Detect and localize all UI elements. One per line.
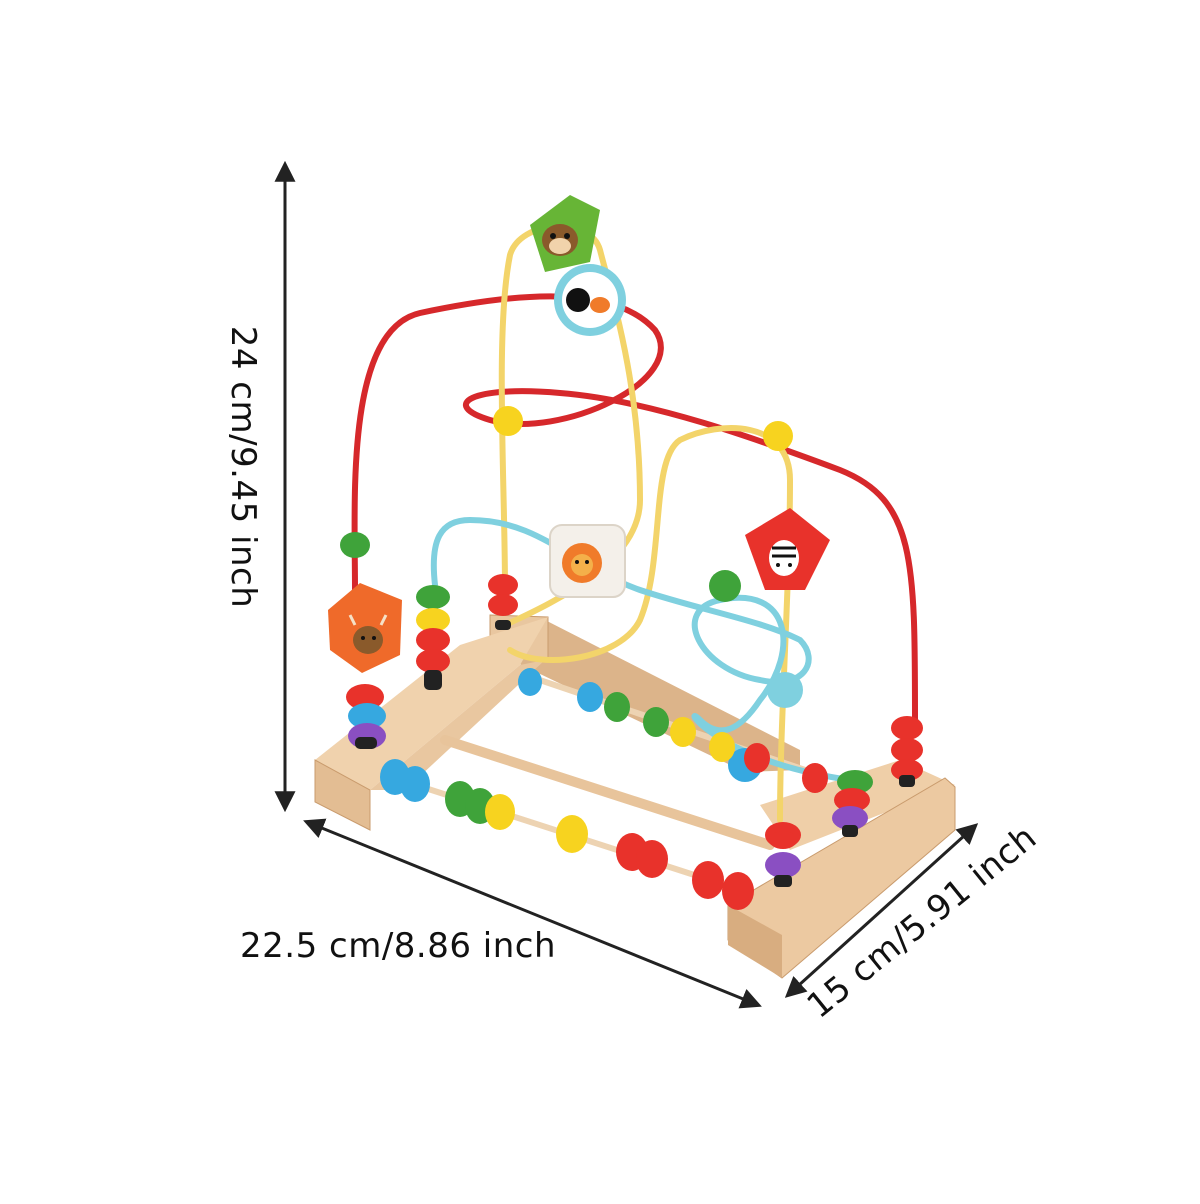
bead-stack-left bbox=[340, 532, 386, 749]
width-arrow bbox=[303, 818, 762, 1009]
height-label: 24 cm/9.45 inch bbox=[223, 325, 263, 609]
back-rod-beads bbox=[518, 668, 828, 793]
sheep-icon bbox=[554, 264, 626, 336]
zebra-icon bbox=[745, 508, 830, 590]
deer-icon bbox=[328, 583, 402, 673]
depth-arrow bbox=[784, 823, 979, 998]
bead-stack-front-right-a bbox=[765, 822, 801, 887]
monkey-icon bbox=[530, 195, 600, 272]
bead-stacks bbox=[340, 406, 923, 887]
bead-stack-right bbox=[891, 716, 923, 787]
bead-stack-mid-left bbox=[416, 585, 450, 690]
front-rod-beads bbox=[380, 759, 754, 910]
width-label: 22.5 cm/8.86 inch bbox=[240, 926, 557, 966]
lion-icon bbox=[549, 524, 626, 598]
bead-stack-back bbox=[488, 574, 518, 630]
bead-stack-front-right-b bbox=[832, 770, 873, 837]
